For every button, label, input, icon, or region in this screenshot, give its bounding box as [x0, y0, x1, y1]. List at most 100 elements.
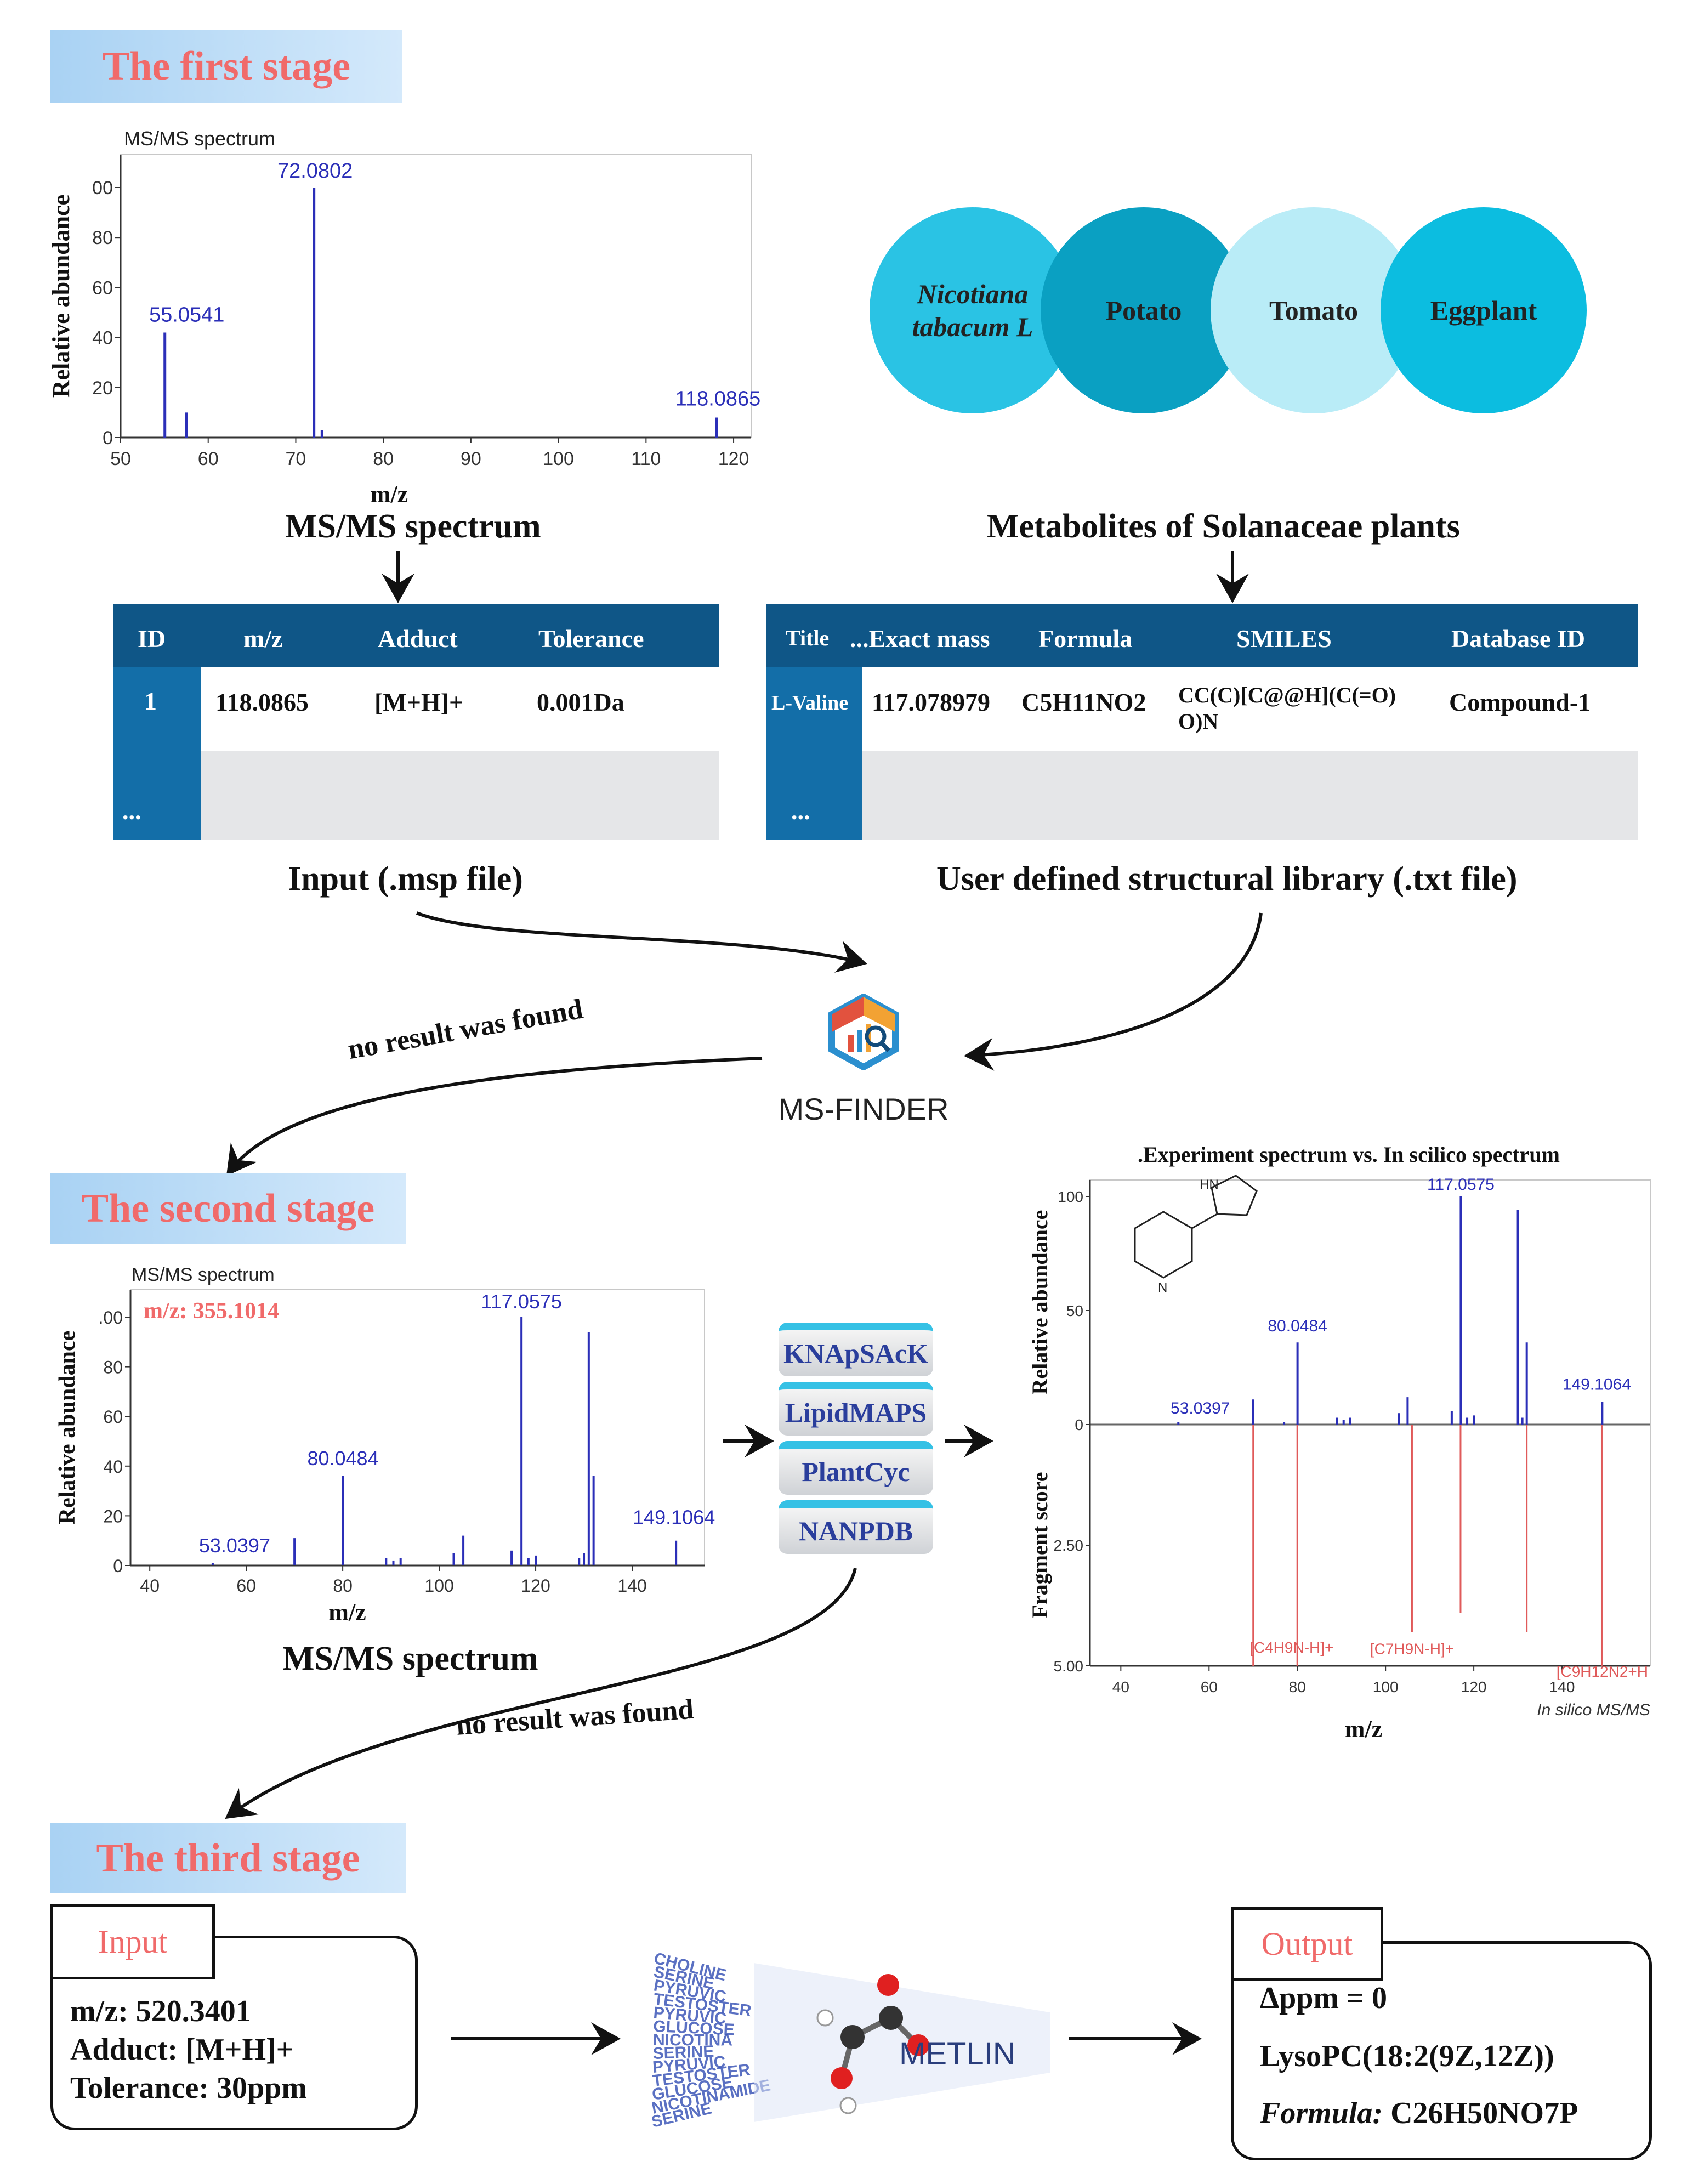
database-lipidmaps: LipidMAPS: [779, 1382, 933, 1436]
third-input-adduct: Adduct: [M+H]+: [70, 2033, 294, 2067]
metlin-graphic: CHOLINESERINEPYRUVICTESTOSTERPYRUVICGLUC…: [650, 1949, 1050, 2131]
database-nanpdb: NANPDB: [779, 1500, 933, 1554]
second-stage-title: The second stage: [81, 1185, 375, 1231]
spectrum1-x-tick-label: 110: [631, 449, 661, 469]
third-stage-banner: The third stage: [50, 1823, 406, 1893]
insilico-legend: In silico MS/MS: [1537, 1701, 1650, 1719]
spectrum1-x-label: m/z: [371, 481, 408, 508]
spectrum2-peak-label: 149.1064: [633, 1506, 715, 1529]
input-cell-adduct: [M+H]+: [374, 688, 464, 716]
arrow-db-to-third: [225, 1568, 857, 1819]
insilico-frame: [1089, 1179, 1651, 1666]
spectrum1-y-label: Relative abundance: [48, 195, 75, 398]
metlin-atom-oxygen: [877, 1974, 899, 1996]
input-header-mz: m/z: [243, 625, 283, 653]
insilico-y-label-bottom: Fragment score: [1027, 1472, 1052, 1619]
spectrum1-x-tick-label: 70: [286, 449, 306, 469]
spectrum1-panel-title: MS/MS spectrum: [124, 127, 276, 150]
library-header-smiles: SMILES: [1236, 625, 1332, 653]
third-stage-title: The third stage: [96, 1835, 360, 1881]
spectrum1-peak-label: 72.0802: [277, 160, 353, 183]
third-input-tolerance: Tolerance: 30ppm: [70, 2071, 307, 2105]
spectrum2-x-tick-label: 100: [424, 1576, 453, 1596]
plant-label-tomato: Tomato: [1269, 295, 1359, 326]
insilico-y-tick-label: 50: [1066, 1302, 1083, 1319]
insilico-x-tick-label: 60: [1201, 1678, 1218, 1695]
second-stage-banner: The second stage: [50, 1173, 406, 1244]
library-header-formula: Formula: [1038, 625, 1133, 653]
input-cell-id: 1: [144, 687, 157, 715]
metlin-atom-hydrogen: [816, 2009, 834, 2027]
plants-caption: Metabolites of Solanaceae plants: [987, 508, 1460, 545]
insilico-peak-label: 149.1064: [1563, 1375, 1631, 1393]
spectrum2-precursor: m/z: 355.1014: [144, 1298, 279, 1324]
insilico-peak-label: 80.0484: [1268, 1317, 1327, 1335]
insilico-fragment-label: [C7H9N-H]+: [1370, 1640, 1454, 1657]
third-output-formula: Formula: C26H50NO7P: [1260, 2096, 1578, 2131]
spectrum1-y-tick-label: 40: [92, 328, 113, 349]
spectrum1-x-tick-label: 90: [461, 449, 481, 469]
library-cell-more: ...: [791, 797, 810, 825]
database-nanpdb-label: NANPDB: [798, 1516, 913, 1546]
spectrum2-caption: MS/MS spectrum: [282, 1640, 538, 1677]
spectrum2-y-tick-label: 40: [103, 1457, 123, 1477]
library-table: Title ...Exact mass Formula SMILES Datab…: [766, 604, 1638, 840]
spectrum2-y-label: Relative abundance: [55, 1331, 80, 1525]
input-header-id: ID: [138, 625, 166, 653]
plant-circle-eggplant: Eggplant: [1381, 207, 1587, 413]
library-cell-smiles-2: O)N: [1178, 709, 1219, 734]
spectrum1-y-tick-label: 20: [92, 378, 113, 399]
spectrum2-peak-label: 80.0484: [307, 1447, 378, 1470]
spectrum2-frame: [130, 1289, 705, 1566]
first-stage-title: The first stage: [102, 43, 351, 89]
insilico-peak-label: 53.0397: [1171, 1399, 1230, 1417]
spectrum2-x-tick-label: 60: [236, 1576, 256, 1596]
third-output-ppm: Δppm = 0: [1260, 1981, 1387, 2015]
metlin-atom-oxygen: [907, 2034, 929, 2056]
insilico-y-tick-label: 2.50: [1054, 1537, 1084, 1554]
insilico-y-tick-label: 100: [1058, 1188, 1083, 1205]
insilico-x-tick-label: 40: [1112, 1678, 1129, 1695]
library-header-title: Title: [786, 626, 830, 650]
spectrum1-caption: MS/MS spectrum: [285, 508, 541, 545]
input-cell-more: ...: [122, 797, 141, 825]
spectrum2-y-tick-label: 60: [103, 1407, 123, 1427]
library-cell-exact-mass: 117.078979: [872, 688, 990, 716]
spectrum2-peak-label: 117.0575: [481, 1290, 561, 1313]
insilico-x-label: m/z: [1345, 1716, 1382, 1743]
insilico-peak-label: 117.0575: [1427, 1176, 1495, 1194]
spectrum1-x-tick-label: 80: [373, 449, 394, 469]
molecule-hn-label: HN: [1200, 1177, 1219, 1192]
library-cell-database-id: Compound-1: [1449, 688, 1591, 716]
insilico-y-label-top: Relative abundance: [1027, 1210, 1052, 1395]
arrow-library-to-msfinder: [964, 912, 1263, 1071]
metlin-word: GLUCOSE: [653, 2017, 735, 2039]
metlin-atom-carbon: [840, 2025, 865, 2049]
input-header-adduct: Adduct: [378, 625, 458, 653]
third-input-tab: Input: [50, 1904, 215, 1979]
insilico-title: .Experiment spectrum vs. In scilico spec…: [1138, 1142, 1560, 1167]
third-output-name: LysoPC(18:2(9Z,12Z)): [1260, 2039, 1554, 2073]
msfinder-logo-icon: [828, 994, 899, 1070]
library-header-exact-mass: ...Exact mass: [850, 625, 990, 653]
spectrum2-y-tick-label: 80: [103, 1358, 123, 1377]
input-header-tolerance: Tolerance: [538, 625, 644, 653]
plant-label-potato: Potato: [1105, 295, 1182, 326]
input-cell-tolerance: 0.001Da: [537, 688, 624, 716]
metlin-atom-hydrogen: [839, 2097, 857, 2114]
insilico-x-tick-label: 120: [1461, 1678, 1487, 1695]
insilico-y-tick-label: 0: [1075, 1416, 1083, 1433]
library-table-caption: User defined structural library (.txt fi…: [936, 860, 1518, 898]
library-cell-smiles-1: CC(C)[C@@H](C(=O): [1178, 683, 1396, 707]
metlin-word: NICOTINA: [653, 2031, 732, 2050]
spectrum2-x-tick-label: 80: [333, 1576, 353, 1596]
spectrum1-x-tick-label: 60: [198, 449, 219, 469]
spectrum1-x-tick-label: 50: [110, 449, 131, 469]
spectrum2-y-tick-label: 20: [103, 1506, 123, 1526]
plant-circle-tobacco: Nicotiana tabacum L: [870, 207, 1076, 413]
third-input-tab-label: Input: [98, 1923, 168, 1960]
input-table-caption: Input (.msp file): [288, 860, 523, 898]
input-table: ID m/z Adduct Tolerance 1 118.0865 [M+H]…: [113, 604, 719, 840]
insilico-y-tick-label: 5.00: [1054, 1658, 1084, 1675]
